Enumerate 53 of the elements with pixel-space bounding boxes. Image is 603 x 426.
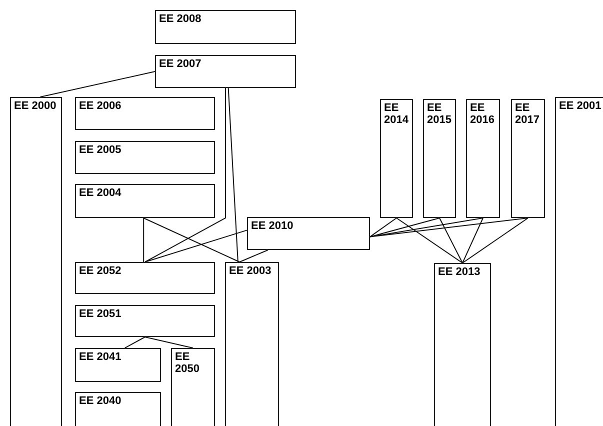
- module-box: [75, 305, 215, 337]
- module-label: EE 2001: [559, 100, 602, 112]
- module-box: [225, 262, 279, 426]
- connector-line: [370, 218, 440, 238]
- connector-line: [40, 71, 156, 98]
- connector-line: [439, 218, 463, 264]
- connector-line: [370, 218, 484, 238]
- module-label: EE 2010: [251, 220, 294, 232]
- module-box: [155, 10, 296, 44]
- module-label: EE 2003: [229, 265, 272, 277]
- module-box: [10, 97, 62, 426]
- module-label: EE 2052: [79, 265, 122, 277]
- module-box: [434, 263, 491, 426]
- module-box: [75, 392, 161, 426]
- module-box: [171, 348, 215, 426]
- module-label: EE 2008: [159, 13, 202, 25]
- module-box: [75, 141, 215, 174]
- module-box: [75, 348, 161, 382]
- module-box: [423, 99, 456, 218]
- connector-line: [143, 218, 144, 262]
- connector-line: [462, 218, 528, 264]
- connector-line: [462, 218, 484, 264]
- module-label: EE 2013: [438, 266, 482, 278]
- module-box: [511, 99, 545, 218]
- module-label: EE 2014: [384, 102, 409, 126]
- module-box: [466, 99, 500, 218]
- module-label: EE 2004: [79, 187, 122, 199]
- module-box: [155, 55, 296, 88]
- module-label: EE 2017: [515, 102, 540, 126]
- module-box: [75, 262, 215, 294]
- module-label: EE 2041: [79, 351, 122, 363]
- module-box: [247, 217, 370, 250]
- connector-line: [370, 218, 397, 238]
- module-label: EE 2050: [175, 351, 200, 375]
- connector-line: [124, 336, 146, 348]
- module-label: EE 2000: [14, 100, 58, 112]
- connector-line: [144, 88, 226, 262]
- connector-line: [143, 218, 240, 262]
- module-box: [380, 99, 413, 218]
- connector-line: [144, 230, 248, 262]
- module-box: [75, 184, 215, 218]
- connector-line: [370, 218, 528, 238]
- module-box: [75, 97, 215, 130]
- module-label: EE 2006: [79, 100, 122, 112]
- connector-line: [228, 88, 238, 262]
- module-label: EE 2015: [427, 102, 452, 126]
- module-box: [555, 97, 603, 426]
- connector-line: [396, 218, 463, 264]
- module-label: EE 2007: [159, 58, 202, 70]
- module-label: EE 2040: [79, 395, 122, 407]
- module-label: EE 2005: [79, 144, 122, 156]
- module-label: EE 2016: [470, 102, 496, 126]
- module-label: EE 2051: [79, 308, 122, 320]
